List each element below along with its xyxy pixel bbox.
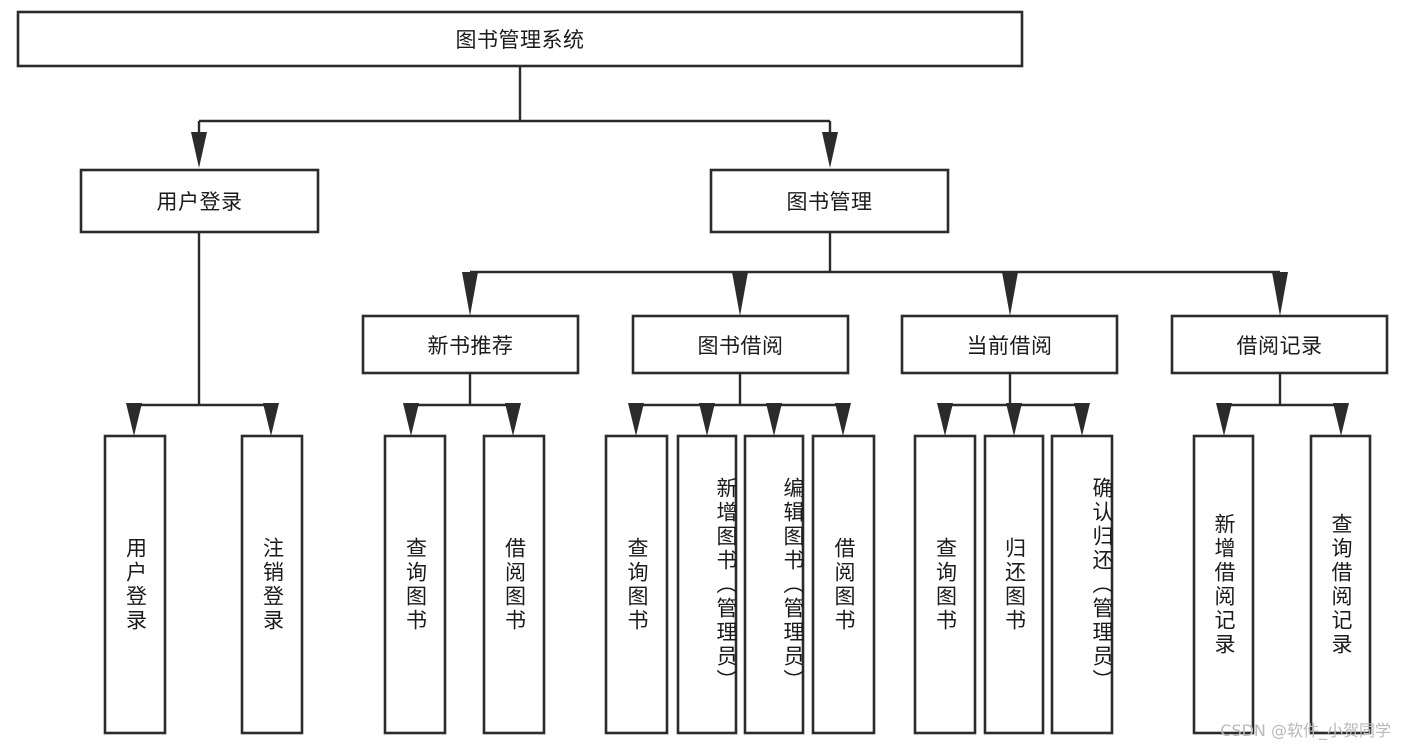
arrow-borrow-record-leaf-1-icon xyxy=(1216,403,1232,436)
leaf-box-book-borrow-3[interactable] xyxy=(743,434,805,735)
arrow-user-login-leaf-2-icon xyxy=(263,403,279,436)
arrow-level2-1-icon xyxy=(191,132,207,168)
leaf-box-book-borrow-2[interactable] xyxy=(676,434,738,735)
arrow-level3-2-icon xyxy=(732,272,748,316)
arrow-book-borrow-leaf-2-icon xyxy=(699,403,715,436)
leaf-box-user-login-1[interactable] xyxy=(103,434,167,735)
arrow-user-login-leaf-1-icon xyxy=(126,403,142,436)
arrow-level3-1-icon xyxy=(462,272,478,316)
arrow-current-borrow-leaf-3-icon xyxy=(1074,403,1090,436)
node-current-borrow-box[interactable] xyxy=(900,314,1119,375)
arrow-new-book-leaf-1-icon xyxy=(403,403,419,436)
arrow-book-borrow-leaf-1-icon xyxy=(628,403,644,436)
leaf-box-current-borrow-3[interactable] xyxy=(1050,434,1114,735)
leaf-box-user-login-2[interactable] xyxy=(240,434,304,735)
node-new-book-recommend-box[interactable] xyxy=(361,314,580,375)
arrow-level2-2-icon xyxy=(822,132,838,168)
leaf-box-new-book-1[interactable] xyxy=(383,434,447,735)
leaf-box-borrow-record-2[interactable] xyxy=(1309,434,1372,735)
leaf-box-borrow-record-1[interactable] xyxy=(1192,434,1255,735)
leaf-box-current-borrow-2[interactable] xyxy=(983,434,1045,735)
node-book-manage-box[interactable] xyxy=(709,168,950,234)
arrow-borrow-record-leaf-2-icon xyxy=(1333,403,1349,436)
leaf-box-book-borrow-1[interactable] xyxy=(604,434,669,735)
node-book-borrow-box[interactable] xyxy=(631,314,850,375)
leaf-box-book-borrow-4[interactable] xyxy=(811,434,876,735)
leaf-box-new-book-2[interactable] xyxy=(482,434,546,735)
node-user-login-box[interactable] xyxy=(79,168,320,234)
node-borrow-record-box[interactable] xyxy=(1170,314,1389,375)
arrow-book-borrow-leaf-3-icon xyxy=(766,403,782,436)
arrow-new-book-leaf-2-icon xyxy=(505,403,521,436)
arrow-level3-4-icon xyxy=(1272,272,1288,316)
node-root-box[interactable] xyxy=(16,10,1024,68)
arrow-current-borrow-leaf-2-icon xyxy=(1006,403,1022,436)
arrow-book-borrow-leaf-4-icon xyxy=(835,403,851,436)
arrow-current-borrow-leaf-1-icon xyxy=(937,403,953,436)
leaf-box-current-borrow-1[interactable] xyxy=(913,434,977,735)
arrow-level3-3-icon xyxy=(1002,272,1018,316)
